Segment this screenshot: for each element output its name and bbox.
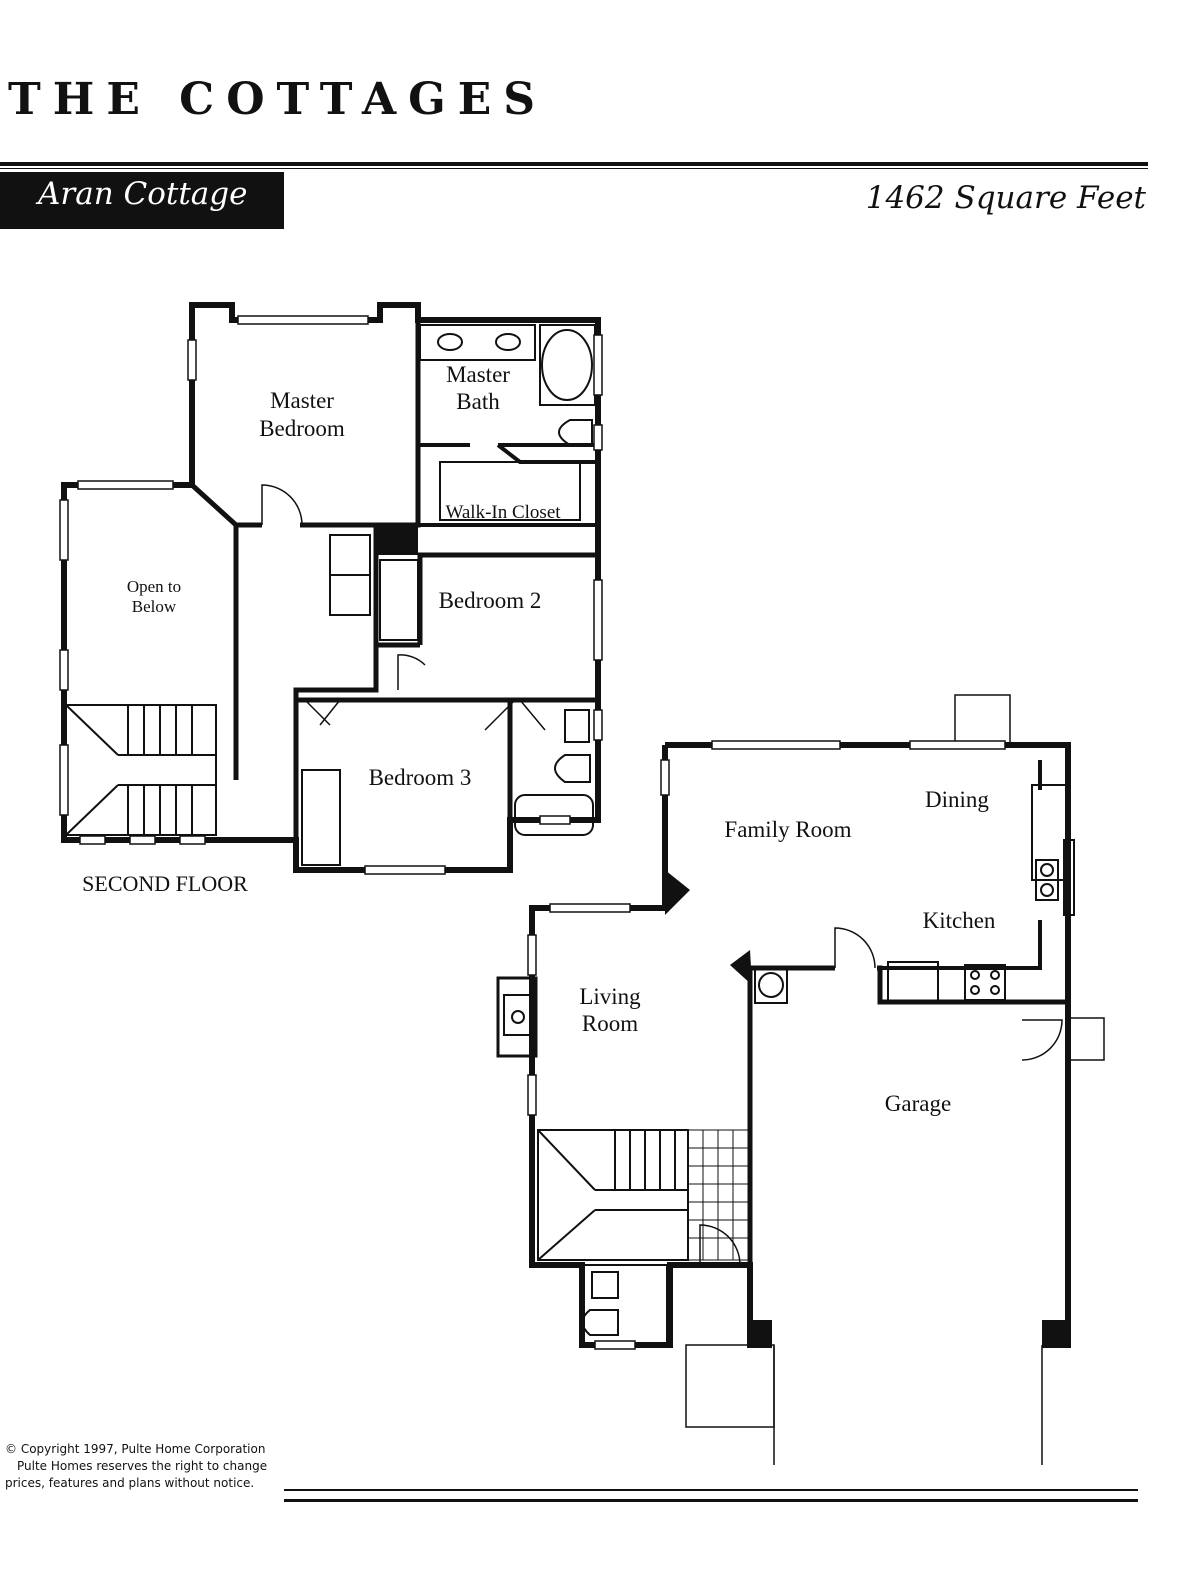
laundry-washer (329, 534, 371, 576)
square-footage: 1462 Square Feet (865, 180, 1146, 216)
stair-post (376, 525, 418, 555)
toilet-icon (554, 754, 591, 783)
footer-divider (284, 1489, 1138, 1491)
kitchen-counters (754, 784, 1075, 1004)
laundry-dryer (329, 574, 371, 616)
bedroom-2-wall (293, 525, 598, 840)
title-divider (0, 162, 1148, 166)
bath-vanity (419, 324, 536, 361)
room-label-living-room: Living (579, 984, 641, 1009)
copyright-notice: © Copyright 1997, Pulte Home Corporation… (5, 1441, 285, 1492)
room-label-garage: Garage (885, 1091, 951, 1116)
sink-icon (437, 333, 463, 351)
walk-in-closet-outline (439, 461, 581, 521)
fireplace (496, 976, 538, 1058)
copyright-line: © Copyright 1997, Pulte Home Corporation (5, 1442, 266, 1456)
wall-corner-post (665, 870, 690, 915)
floor-caption-second-floor: SECOND FLOOR (82, 871, 248, 896)
footer-divider-thick (284, 1499, 1138, 1502)
room-labels: Master Bedroom Master Bath Walk-In Close… (82, 362, 996, 1116)
second-floor-windows (59, 315, 603, 875)
toilet-icon (558, 419, 593, 446)
room-label-open-to-below: Below (132, 597, 177, 616)
bedroom-3-wall (296, 697, 598, 870)
master-bath-wall (418, 320, 600, 527)
room-label-living-room: Room (582, 1011, 638, 1036)
page-title: THE COTTAGES (8, 74, 548, 125)
door-swings (261, 484, 1063, 1266)
garage-pillar (750, 1320, 772, 1348)
room-label-bedroom-2: Bedroom 2 (439, 588, 542, 613)
powder-room (581, 1264, 668, 1346)
second-floor-staircase (65, 704, 217, 836)
model-banner (0, 172, 284, 229)
first-floor-staircase (537, 1129, 689, 1261)
room-label-bedroom-3: Bedroom 3 (369, 765, 472, 790)
room-label-walk-in-closet: Walk-In Closet (445, 502, 561, 523)
bedroom-2-closet (379, 559, 419, 641)
hall-bath-tub (514, 794, 594, 836)
room-label-dining: Dining (925, 787, 989, 812)
bathtub-icon (541, 329, 593, 401)
garage-pillar (1042, 1320, 1068, 1348)
wall-corner-post (730, 950, 752, 985)
room-label-open-to-below: Open to (127, 577, 181, 596)
bedroom-3-closet (301, 769, 341, 866)
tile-entry (687, 1129, 749, 1261)
first-floor-windows (527, 740, 1006, 1350)
sink-icon (495, 333, 521, 351)
title-divider-thin (0, 168, 1148, 169)
room-label-master-bath: Master (446, 362, 510, 387)
room-label-kitchen: Kitchen (923, 908, 996, 933)
room-label-master-bath: Bath (456, 389, 500, 414)
model-name: Aran Cottage (38, 176, 248, 212)
room-label-master-bedroom: Master (270, 388, 334, 413)
tub-enclosure (539, 324, 596, 406)
second-floor-plan (59, 302, 603, 875)
room-label-family-room: Family Room (724, 817, 851, 842)
copyright-line: Pulte Homes reserves the right to change (17, 1459, 268, 1473)
sink-icon (564, 709, 590, 743)
copyright-line: prices, features and plans without notic… (5, 1476, 255, 1490)
garage-wall (747, 965, 1068, 1265)
room-label-master-bedroom: Bedroom (259, 416, 345, 441)
first-floor-plan (261, 484, 1105, 1465)
